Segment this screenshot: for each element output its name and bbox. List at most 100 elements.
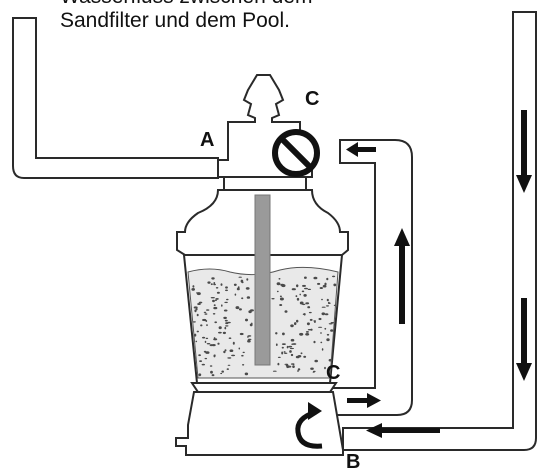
- sand-texture: [191, 275, 337, 377]
- sand-speck: [327, 302, 331, 305]
- sand-speck: [277, 356, 281, 358]
- caption-line-2: Sandfilter und dem Pool.: [60, 9, 290, 32]
- sand-speck: [322, 284, 327, 288]
- sand-speck: [309, 318, 313, 321]
- sand-speck: [210, 370, 213, 374]
- sand-speck: [295, 295, 298, 298]
- sand-speck: [307, 306, 311, 309]
- sand-speck: [308, 311, 312, 314]
- flow-arrows: [346, 110, 532, 438]
- sand-speck: [204, 340, 207, 343]
- sand-speck: [225, 325, 229, 327]
- arrow-down-return-bottom-icon: [516, 298, 532, 381]
- arrow-left-into-base-icon: [366, 423, 440, 438]
- sand-speck: [223, 350, 226, 354]
- sand-speck: [313, 340, 316, 344]
- sand-speck: [247, 335, 252, 337]
- sand-speck: [283, 351, 286, 353]
- sand-speck: [290, 324, 294, 328]
- inlet-pipe: [12, 17, 219, 179]
- sand-speck: [294, 322, 297, 326]
- sand-speck: [296, 319, 299, 323]
- sand-speck: [245, 318, 248, 322]
- sand-speck: [213, 306, 218, 310]
- sand-speck: [220, 372, 223, 375]
- sand-speck: [296, 284, 299, 288]
- sand-speck: [307, 288, 311, 290]
- sand-speck: [328, 358, 333, 362]
- sand-speck: [197, 303, 201, 305]
- sand-speck: [301, 290, 305, 293]
- sand-speck: [305, 302, 310, 305]
- sand-speck: [192, 321, 196, 323]
- sand-speck: [201, 363, 205, 366]
- sand-speck: [233, 283, 237, 286]
- sand-speck: [282, 332, 285, 336]
- sand-speck: [210, 297, 215, 299]
- sand-speck: [216, 291, 220, 294]
- sand-speck: [220, 283, 223, 286]
- sand-speck: [288, 345, 293, 348]
- sand-speck: [207, 281, 211, 284]
- sand-speck: [242, 351, 245, 354]
- sand-speck: [318, 317, 322, 321]
- sand-speck: [196, 330, 199, 333]
- sand-speck: [281, 351, 284, 355]
- arrow-up-loop-icon: [394, 228, 410, 324]
- sand-speck: [312, 370, 316, 373]
- sand-speck: [302, 313, 306, 316]
- sand-speck: [310, 328, 313, 331]
- sand-speck: [296, 297, 300, 301]
- sand-speck: [226, 298, 229, 301]
- pool-return-pipe: [342, 11, 537, 451]
- label-c-bottom: C: [326, 362, 341, 384]
- sand-speck: [290, 353, 294, 357]
- sand-speck: [223, 309, 228, 312]
- sand-speck: [284, 310, 288, 313]
- sand-speck: [236, 287, 240, 291]
- sand-speck: [241, 297, 244, 300]
- label-a: A: [200, 129, 215, 151]
- sand-speck: [214, 299, 217, 302]
- sand-speck: [303, 294, 307, 297]
- sand-speck: [213, 282, 216, 285]
- sand-speck: [321, 312, 326, 316]
- sand-speck: [198, 373, 202, 377]
- sand-speck: [238, 347, 241, 350]
- sand-speck: [232, 341, 235, 345]
- sand-speck: [238, 276, 242, 278]
- sand-speck: [286, 345, 289, 349]
- sand-speck: [228, 337, 232, 340]
- sand-speck: [297, 370, 299, 372]
- sand-speck: [217, 342, 220, 345]
- sand-speck: [221, 304, 223, 307]
- sand-speck: [227, 321, 231, 324]
- sand-speck: [304, 276, 307, 279]
- sand-speck: [213, 283, 217, 286]
- sand-speck: [212, 313, 216, 315]
- sand-speck: [302, 284, 306, 287]
- sand-speck: [224, 349, 227, 352]
- center-rod: [254, 194, 271, 366]
- sand-speck: [320, 341, 323, 344]
- sand-speck: [212, 299, 215, 303]
- sand-speck: [289, 347, 294, 350]
- sand-speck: [213, 304, 216, 307]
- arrow-right-out-base-icon: [347, 393, 381, 408]
- sand-speck: [227, 364, 231, 366]
- sand-speck: [324, 282, 327, 286]
- sand-speck: [215, 287, 219, 289]
- sand-speck: [226, 368, 229, 370]
- sand-speck: [321, 306, 326, 308]
- sand-speck: [299, 293, 302, 296]
- sand-speck: [330, 329, 334, 332]
- sand-speck: [202, 336, 206, 339]
- sand-speck: [299, 301, 304, 305]
- sand-speck: [305, 331, 309, 333]
- sand-speck: [314, 359, 319, 363]
- sand-speck: [194, 333, 197, 337]
- sand-speck: [279, 304, 283, 306]
- sand-speck: [299, 332, 304, 336]
- sand-speck: [304, 287, 308, 290]
- sand-speck: [194, 309, 197, 313]
